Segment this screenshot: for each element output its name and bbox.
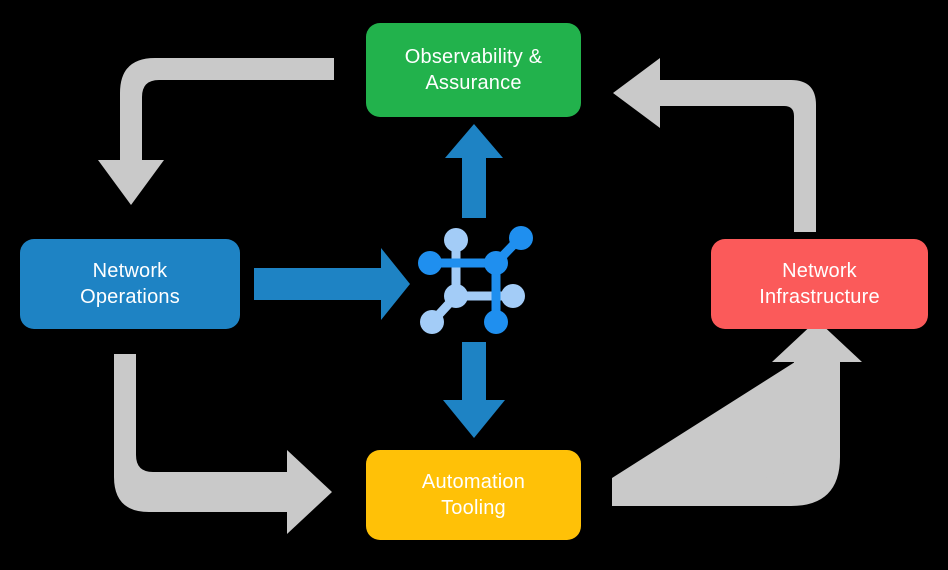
node-network-infrastructure[interactable]: Network Infrastructure (711, 239, 928, 329)
topology-nodes-dark (418, 226, 533, 334)
arrow-automation-to-infrastructure-shaft (612, 320, 862, 506)
arrow-automation-to-infrastructure (612, 348, 817, 478)
arrow-observability-to-operations (98, 58, 334, 205)
node-observability-assurance[interactable]: Observability & Assurance (366, 23, 581, 117)
arrow-operations-to-center (254, 248, 410, 320)
arrow-infrastructure-to-observability (613, 58, 816, 232)
node-network-operations-label: Network Operations (80, 259, 180, 308)
node-automation-tooling-label: Automation Tooling (421, 470, 526, 519)
arrow-center-to-observability (445, 124, 503, 218)
node-automation-tooling[interactable]: Automation Tooling (366, 450, 581, 540)
node-observability-assurance-label: Observability & Assurance (404, 45, 543, 94)
node-network-operations[interactable]: Network Operations (20, 239, 240, 329)
arrow-operations-to-automation (114, 354, 332, 534)
topology-nodes-light (420, 228, 525, 334)
node-network-infrastructure-label: Network Infrastructure (759, 259, 880, 308)
network-topology-icon (418, 226, 533, 334)
arrow-center-to-automation (443, 342, 505, 438)
